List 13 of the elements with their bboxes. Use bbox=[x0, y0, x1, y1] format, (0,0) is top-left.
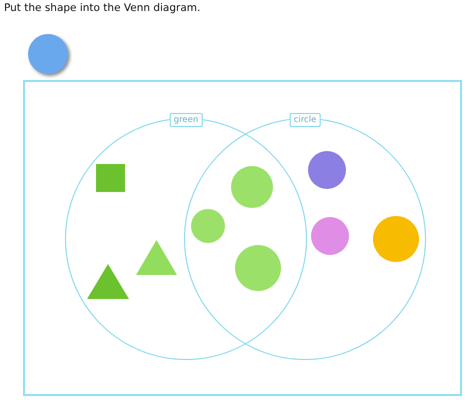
circle-shape bbox=[308, 151, 346, 189]
instruction-text: Put the shape into the Venn diagram. bbox=[4, 2, 200, 14]
set-label: green bbox=[170, 113, 202, 127]
circle-shape bbox=[191, 209, 225, 243]
triangle-shape bbox=[87, 264, 129, 299]
draggable-circle-shape bbox=[28, 34, 68, 74]
triangle-shape bbox=[136, 240, 177, 275]
set-label: circle bbox=[290, 113, 320, 127]
circle-shape bbox=[311, 217, 349, 255]
circle-shape bbox=[373, 216, 419, 262]
circle-shape bbox=[235, 245, 281, 291]
circle-shape bbox=[231, 166, 273, 208]
square-shape bbox=[96, 164, 125, 192]
